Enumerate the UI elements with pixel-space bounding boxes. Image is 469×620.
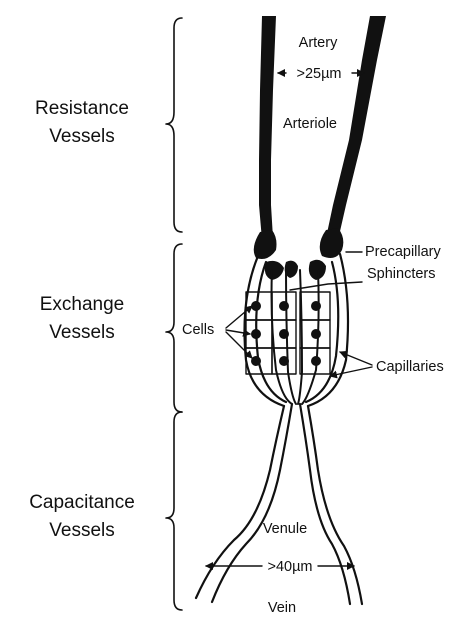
venule-width-label: >40µm bbox=[267, 559, 312, 575]
resistance-label-line2: Vessels bbox=[49, 126, 114, 147]
precapillary-label-line1: Precapillary bbox=[365, 244, 441, 260]
left-sphincter bbox=[254, 230, 277, 259]
vein-label: Vein bbox=[268, 600, 296, 616]
exchange-label-line1: Exchange bbox=[40, 294, 125, 315]
capillaries-arrow-2 bbox=[330, 367, 372, 376]
capacitance-label-line2: Vessels bbox=[49, 520, 114, 541]
resistance-brace bbox=[166, 18, 182, 232]
artery-label: Artery bbox=[299, 35, 338, 51]
capacitance-label-line1: Capacitance bbox=[29, 492, 135, 513]
capillaries-label: Capillaries bbox=[376, 359, 444, 375]
capillary-bed bbox=[245, 254, 349, 406]
exchange-label-line2: Vessels bbox=[49, 322, 114, 343]
arteriole-left-wall bbox=[259, 16, 276, 240]
arteriole-label: Arteriole bbox=[283, 116, 337, 132]
venule-label: Venule bbox=[263, 521, 307, 537]
artery-width-label: >25µm bbox=[296, 66, 341, 82]
cells-label: Cells bbox=[182, 322, 214, 338]
exchange-brace bbox=[166, 244, 182, 412]
capacitance-brace bbox=[166, 412, 182, 610]
resistance-label-line1: Resistance bbox=[35, 98, 129, 119]
cells-arrow-1 bbox=[226, 306, 252, 328]
precapillary-label-line2: Sphincters bbox=[367, 266, 436, 282]
left-inner-sphincter bbox=[265, 261, 284, 280]
cells-arrow-3 bbox=[226, 332, 252, 358]
